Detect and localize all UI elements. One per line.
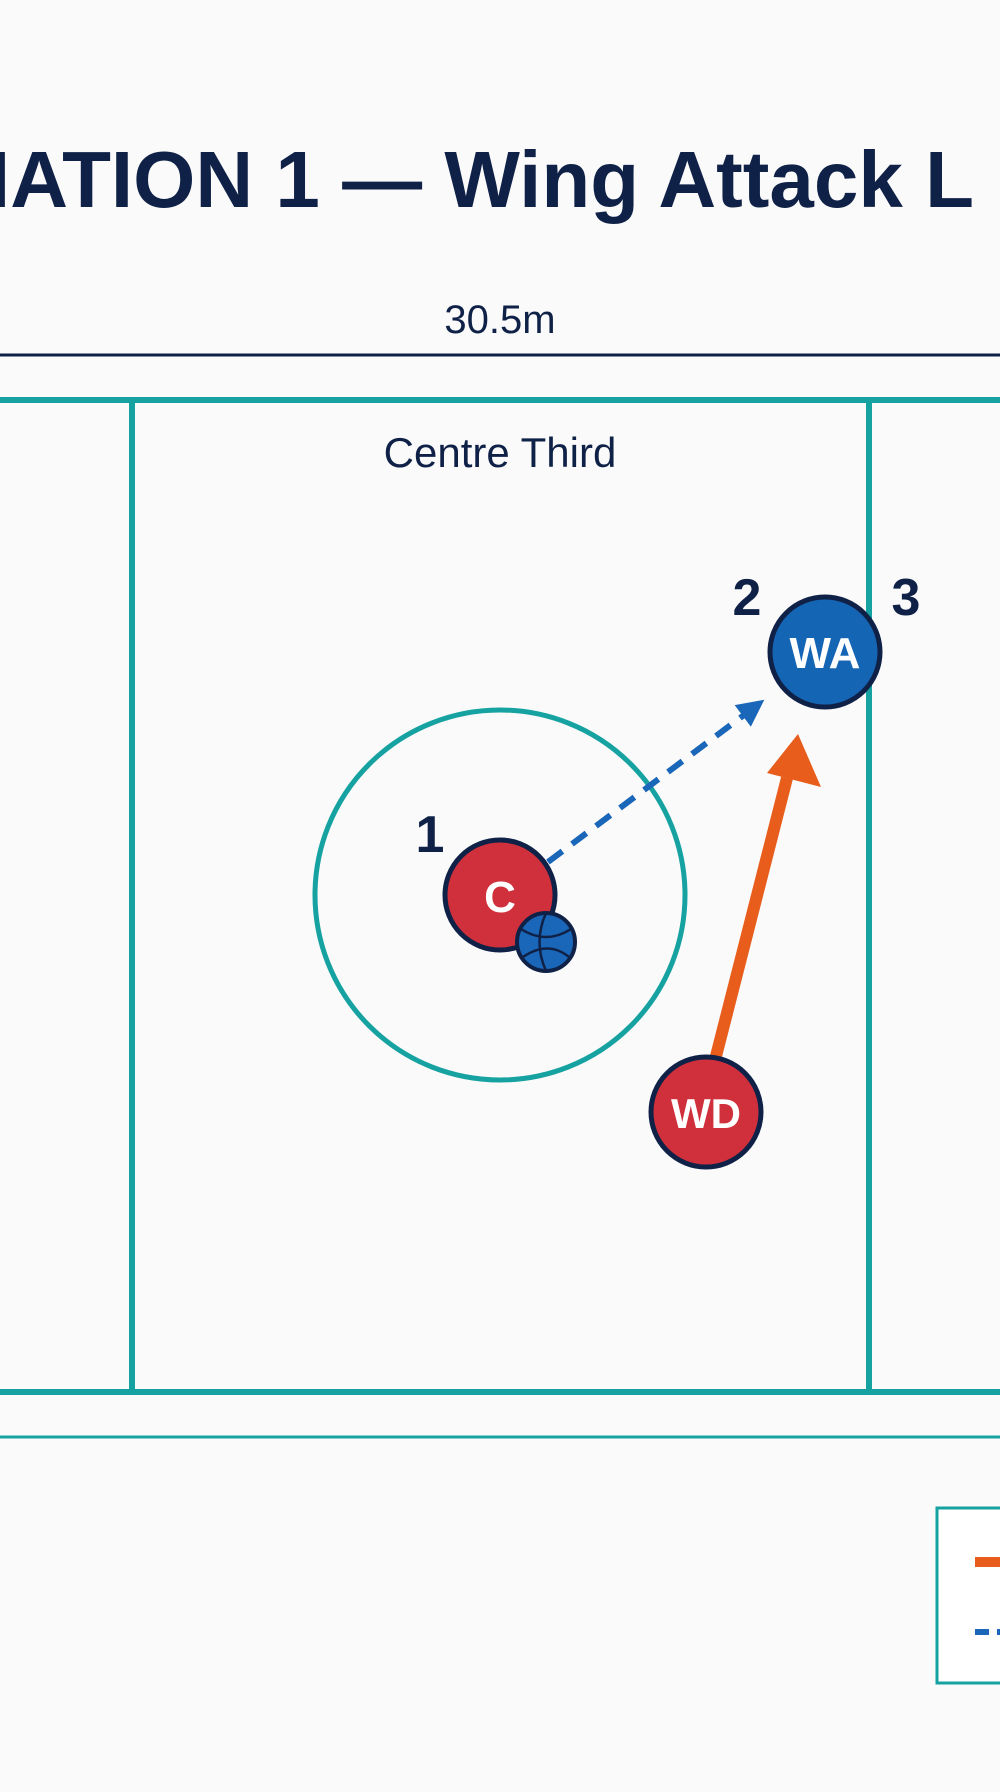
player-wing-attack-label: WA [790,629,861,678]
dimension-label: 30.5m [444,298,555,342]
pass-arrow [546,699,765,865]
diagram-title: IATION 1 — Wing Attack L [0,135,974,224]
step-2-label: 2 [733,569,762,627]
step-1-label: 1 [416,806,445,864]
netball-icon [515,911,577,973]
player-wing-attack-token [767,594,883,710]
player-wing-defence: WD [648,1054,764,1170]
court [0,397,1000,1395]
player-wing-attack: WA [767,594,883,710]
movement-arrow [707,734,821,1070]
legend-box [935,1506,1000,1685]
zone-label: Centre Third [384,429,617,476]
step-3-label: 3 [892,569,921,627]
player-wing-defence-token [648,1054,764,1170]
player-centre-label: C [484,873,516,922]
legend [935,1506,1000,1685]
centre-circle [312,707,688,1083]
player-wing-defence-label: WD [671,1090,741,1137]
